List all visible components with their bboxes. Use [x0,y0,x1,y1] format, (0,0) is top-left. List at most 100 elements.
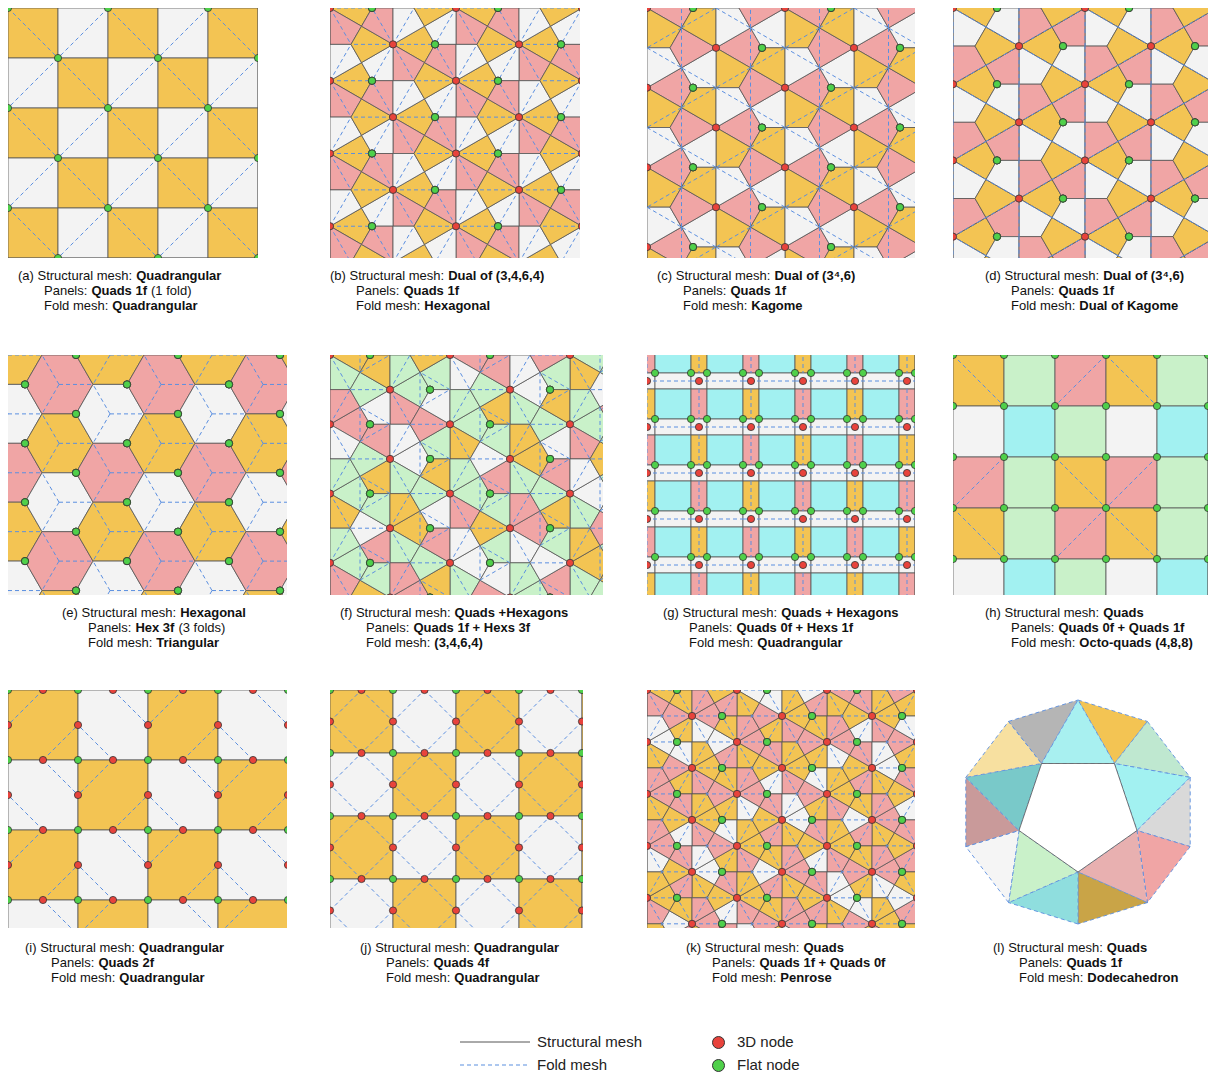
panel-face [655,389,691,419]
fold-line [498,117,519,153]
fold-line [785,108,820,128]
fold-line [647,481,648,511]
panel-face [362,154,394,190]
fold-line [681,147,682,187]
fold-line [699,435,700,465]
node-flat [426,386,433,393]
panel-face [208,208,258,258]
panel-face [519,690,582,753]
node-flat [494,77,501,84]
fold-line [820,167,855,187]
panel-face [863,527,899,557]
node-3d [1081,233,1088,240]
node-flat [486,559,493,566]
fold-line [540,511,541,546]
panel-face [899,481,915,511]
panel-face [1157,406,1208,457]
node-flat [896,124,903,131]
fold-line [519,753,551,785]
node-3d [109,826,116,833]
fold-line [600,476,601,511]
node-flat [755,507,762,514]
panel-face [739,8,785,28]
fold-line [1118,256,1151,258]
panel-face [759,481,795,511]
node-flat [703,507,710,514]
node-3d [8,861,12,868]
panel-face [805,820,828,846]
fold-line [425,785,457,817]
node-flat [494,8,501,12]
panel-face [759,435,795,465]
panel-face [1118,160,1151,198]
fold-line [716,247,751,258]
fold-line [263,443,287,444]
fold-line [785,187,820,207]
fold-line [1184,65,1208,84]
panel-face [1052,46,1085,84]
fold-line [551,722,583,754]
fold-line [540,390,570,407]
fold-line [540,580,570,595]
node-flat [859,553,866,560]
panel-face [670,898,693,924]
node-flat [1153,504,1160,511]
panel-face [158,108,208,158]
fold-line [888,147,889,187]
fold-line [570,424,590,459]
node-flat [546,386,553,393]
fold-line [551,785,583,817]
node-3d [225,558,232,565]
node-flat [1125,233,1132,240]
node-flat [366,559,373,566]
node-flat [123,440,130,447]
node-3d [389,41,396,48]
panel-face [850,690,873,716]
fold-line [498,190,519,226]
fold-line [108,58,158,108]
panel-face [229,532,287,591]
panel-face [488,8,520,44]
node-flat [1125,81,1132,88]
node-flat [494,77,501,84]
fold-line [42,561,59,590]
panel-face [986,84,1019,122]
node-3d [386,594,393,595]
node-3d [695,515,702,522]
node-3d [386,386,393,393]
fold-line [113,830,148,865]
fold-line [785,128,820,148]
node-3d [421,690,428,694]
panel-face [655,435,691,465]
fold-line [681,28,682,68]
fold-line [8,158,58,208]
fold-line [456,879,488,911]
fold-line [456,753,488,785]
fold-line [477,189,519,190]
fold-line [1019,84,1020,122]
node-flat [368,223,375,230]
fold-line [480,563,510,580]
fold-line [854,88,889,108]
fold-line [144,502,161,531]
fold-line [480,424,510,441]
fold-line [420,511,421,546]
node-flat [758,204,765,211]
panel-face [797,690,827,703]
node-3d [8,791,12,798]
fold-line [785,48,820,68]
node-3d [284,721,287,728]
node-3d [330,490,334,497]
fold-line [519,690,551,722]
panel-face [1055,508,1106,559]
fold-line [161,502,195,503]
node-flat [557,114,564,121]
node-3d [330,355,334,359]
node-flat [486,490,493,497]
fold-line [751,355,752,373]
fold-line [681,108,682,148]
panel-face [420,528,450,563]
node-flat [123,440,130,447]
fold-line [246,443,263,472]
